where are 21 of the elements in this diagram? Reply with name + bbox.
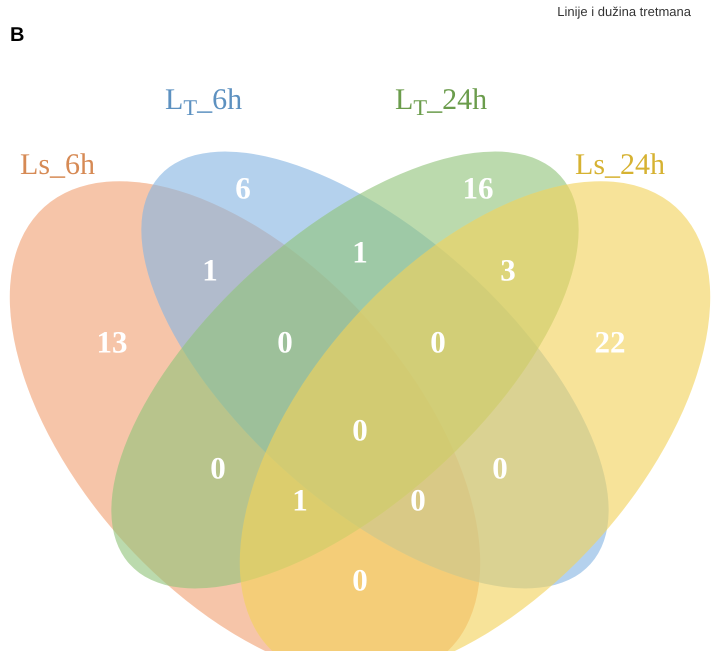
count-value: 6 [235, 172, 251, 204]
count-value: 0 [352, 564, 368, 596]
set-label: L$_{T}$_6h [165, 85, 242, 115]
count-value: 13 [96, 326, 128, 358]
count-value: 1 [292, 484, 308, 516]
set-label: Ls_6h [20, 150, 95, 180]
count-value: 0 [410, 484, 426, 516]
count-value: 1 [202, 254, 218, 286]
count-value: 16 [462, 172, 494, 204]
count-value: 3 [500, 254, 516, 286]
header-text: Linije i dužina tretmana [557, 3, 691, 21]
set-label: Ls_24h [575, 150, 665, 180]
panel-letter: B [10, 23, 24, 48]
count-value: 0 [277, 326, 293, 358]
count-value: 0 [210, 452, 226, 484]
count-value: 0 [352, 414, 368, 446]
set-label: L$_{T}$_24h [395, 85, 488, 115]
count-value: 0 [492, 452, 508, 484]
count-value: 1 [352, 236, 368, 268]
count-value: 22 [594, 326, 626, 358]
count-value: 0 [430, 326, 446, 358]
